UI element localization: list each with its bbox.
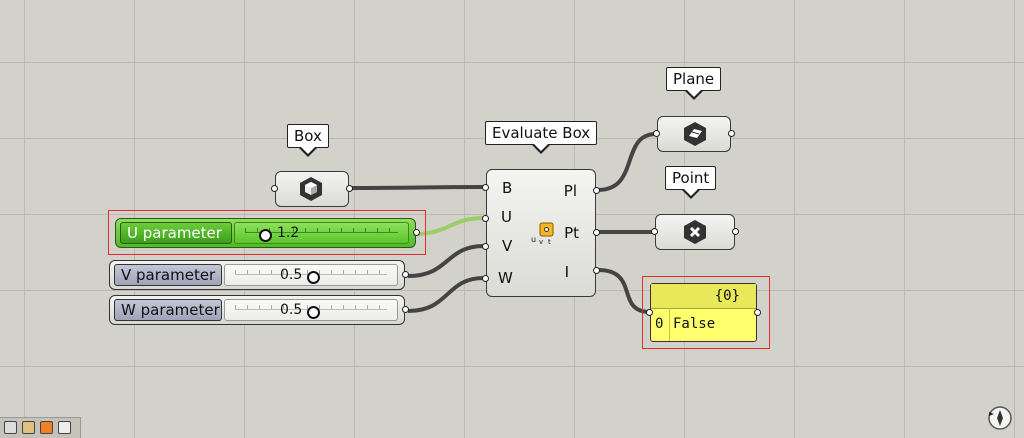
plane-component[interactable] — [653, 116, 735, 152]
u-parameter-slider[interactable]: U parameter 1.2 — [115, 218, 420, 248]
callout-box: Box — [287, 124, 329, 157]
plane-input-port[interactable] — [653, 130, 660, 137]
point-component[interactable] — [651, 214, 739, 250]
callout-plane-label: Plane — [666, 67, 722, 91]
box-component[interactable] — [271, 171, 353, 207]
point-input-port[interactable] — [651, 228, 658, 235]
u-parameter-track[interactable]: 1.2 — [234, 222, 409, 244]
panel-path: {0} — [651, 284, 756, 309]
output-port-pt[interactable] — [593, 229, 600, 236]
output-port-i[interactable] — [593, 267, 600, 274]
panel-input-port[interactable] — [646, 309, 653, 316]
canvas-toolbar — [0, 417, 81, 438]
v-parameter-slider[interactable]: V parameter 0.5 — [109, 260, 409, 290]
v-parameter-value: 0.5 — [280, 267, 303, 283]
panel-output-port[interactable] — [754, 309, 761, 316]
point-icon — [684, 220, 706, 244]
v-parameter-knob[interactable] — [307, 271, 320, 284]
wire-pl-to-plane — [597, 132, 657, 192]
w-parameter-value: 0.5 — [280, 302, 303, 318]
callout-point: Point — [665, 166, 717, 199]
input-label-u: U — [501, 208, 512, 226]
panel-component[interactable]: {0} 0 False — [646, 283, 761, 342]
callout-evaluate-box-label: Evaluate Box — [485, 121, 598, 145]
w-parameter-output-port[interactable] — [402, 306, 409, 313]
v-parameter-track[interactable]: 0.5 — [224, 264, 398, 286]
w-parameter-slider[interactable]: W parameter 0.5 — [109, 295, 409, 325]
w-parameter-knob[interactable] — [307, 306, 320, 319]
box-input-port[interactable] — [271, 185, 278, 192]
svg-text:v: v — [539, 238, 543, 246]
settings-icon[interactable] — [40, 421, 53, 434]
plane-output-port[interactable] — [728, 130, 735, 137]
output-label-pt: Pt — [564, 224, 579, 242]
move-icon[interactable] — [22, 421, 35, 434]
document-icon[interactable] — [58, 421, 71, 434]
callout-plane: Plane — [666, 67, 722, 100]
input-port-u[interactable] — [482, 215, 489, 222]
panel-index: 0 — [655, 316, 664, 332]
input-port-b[interactable] — [482, 184, 489, 191]
compass-icon[interactable] — [984, 402, 1014, 432]
v-parameter-output-port[interactable] — [402, 271, 409, 278]
u-parameter-output-port[interactable] — [413, 229, 420, 236]
input-label-w: W — [498, 269, 513, 287]
input-label-v: V — [502, 237, 513, 255]
evaluate-box-icon: u v t — [531, 222, 554, 246]
input-port-w[interactable] — [482, 275, 489, 282]
wire-w-to-w — [407, 276, 485, 313]
v-parameter-label: V parameter — [114, 264, 222, 286]
box-output-port[interactable] — [346, 185, 353, 192]
output-label-pl: Pl — [563, 182, 577, 200]
svg-text:t: t — [548, 238, 551, 246]
u-parameter-value: 1.2 — [277, 225, 300, 241]
evaluate-box-component[interactable]: B U V W u v t Pl Pt I — [482, 169, 600, 297]
point-output-port[interactable] — [732, 228, 739, 235]
download-icon[interactable] — [4, 421, 17, 434]
svg-text:u: u — [531, 235, 536, 244]
w-parameter-track[interactable]: 0.5 — [224, 299, 398, 321]
output-port-pl[interactable] — [593, 187, 600, 194]
callout-point-label: Point — [665, 166, 717, 190]
input-label-b: B — [502, 179, 513, 197]
callout-box-label: Box — [287, 124, 329, 148]
box-icon — [300, 177, 322, 201]
output-label-i: I — [564, 263, 569, 281]
u-parameter-label: U parameter — [120, 222, 232, 244]
plane-icon — [684, 122, 706, 146]
wire-box-to-b — [351, 185, 485, 190]
panel-value: False — [673, 316, 716, 332]
callout-evaluate-box: Evaluate Box — [485, 121, 598, 154]
highlight-panel — [642, 276, 770, 349]
highlight-u-parameter — [108, 210, 426, 255]
input-port-v[interactable] — [482, 243, 489, 250]
u-parameter-knob[interactable] — [259, 229, 272, 242]
w-parameter-label: W parameter — [114, 299, 222, 321]
